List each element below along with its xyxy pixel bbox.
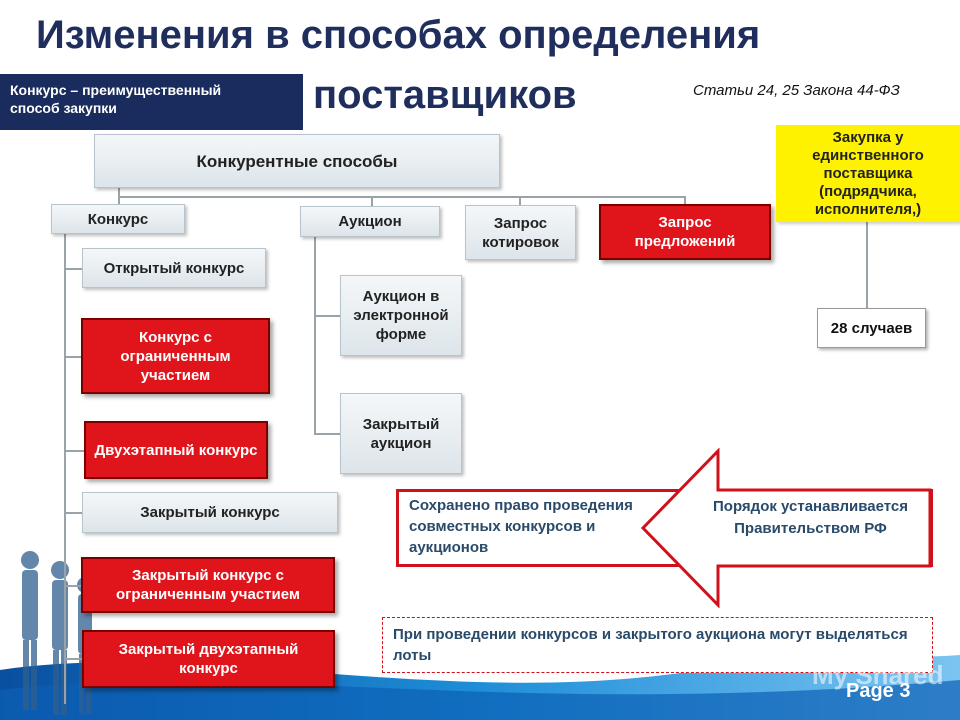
connector [64, 585, 82, 587]
connector [64, 356, 82, 358]
connector [118, 196, 684, 198]
callout-box: Конкурс – преимущественный способ закупк… [0, 74, 303, 130]
item-closed-two-stage-konkurs: Закрытый двухэтапный конкурс [82, 630, 335, 688]
page-number: Page 3 [846, 680, 911, 702]
item-two-stage-konkurs: Двухэтапный конкурс [84, 421, 268, 479]
page-title-line2: поставщиков [313, 73, 577, 117]
item-electronic-auction: Аукцион в электронной форме [340, 275, 462, 356]
item-open-konkurs: Открытый конкурс [82, 248, 266, 288]
left-arrow-icon [640, 448, 932, 608]
connector [64, 268, 82, 270]
root-node: Конкурентные способы [94, 134, 500, 188]
cases-box: 28 случаев [817, 308, 926, 348]
connector [371, 196, 373, 206]
page-title-line1: Изменения в способах определения [36, 13, 761, 57]
branch-quotes: Запрос котировок [465, 205, 576, 260]
connector [314, 315, 340, 317]
connector [519, 196, 521, 206]
callout-line2: способ закупки [10, 100, 117, 116]
law-reference: Статьи 24, 25 Закона 44-ФЗ [693, 82, 900, 99]
item-closed-limited-konkurs: Закрытый конкурс с ограниченным участием [81, 557, 335, 613]
retained-right-text: Сохранено право проведения совместных ко… [409, 497, 633, 556]
item-limited-konkurs: Конкурс с ограниченным участием [81, 318, 270, 394]
branch-proposals: Запрос предложений [599, 204, 771, 260]
connector [64, 450, 84, 452]
branch-konkurs: Конкурс [51, 204, 185, 234]
lots-note-text: При проведении конкурсов и закрытого аук… [393, 626, 908, 664]
callout-line1: Конкурс – преимущественный [10, 82, 222, 98]
single-supplier-box: Закупка у единственного поставщика (подр… [776, 125, 960, 222]
connector [314, 433, 340, 435]
connector [64, 512, 82, 514]
connector [64, 658, 82, 660]
watermark: My Shared [812, 660, 944, 690]
item-closed-auction: Закрытый аукцион [340, 393, 462, 474]
connector [314, 237, 316, 435]
item-closed-konkurs: Закрытый конкурс [82, 492, 338, 533]
lots-note-box: При проведении конкурсов и закрытого аук… [382, 617, 933, 673]
connector [684, 196, 686, 206]
procedure-text: Порядок устанавливается Правительством Р… [713, 498, 908, 537]
connector [64, 234, 66, 704]
branch-auction: Аукцион [300, 206, 440, 237]
connector [866, 222, 868, 308]
